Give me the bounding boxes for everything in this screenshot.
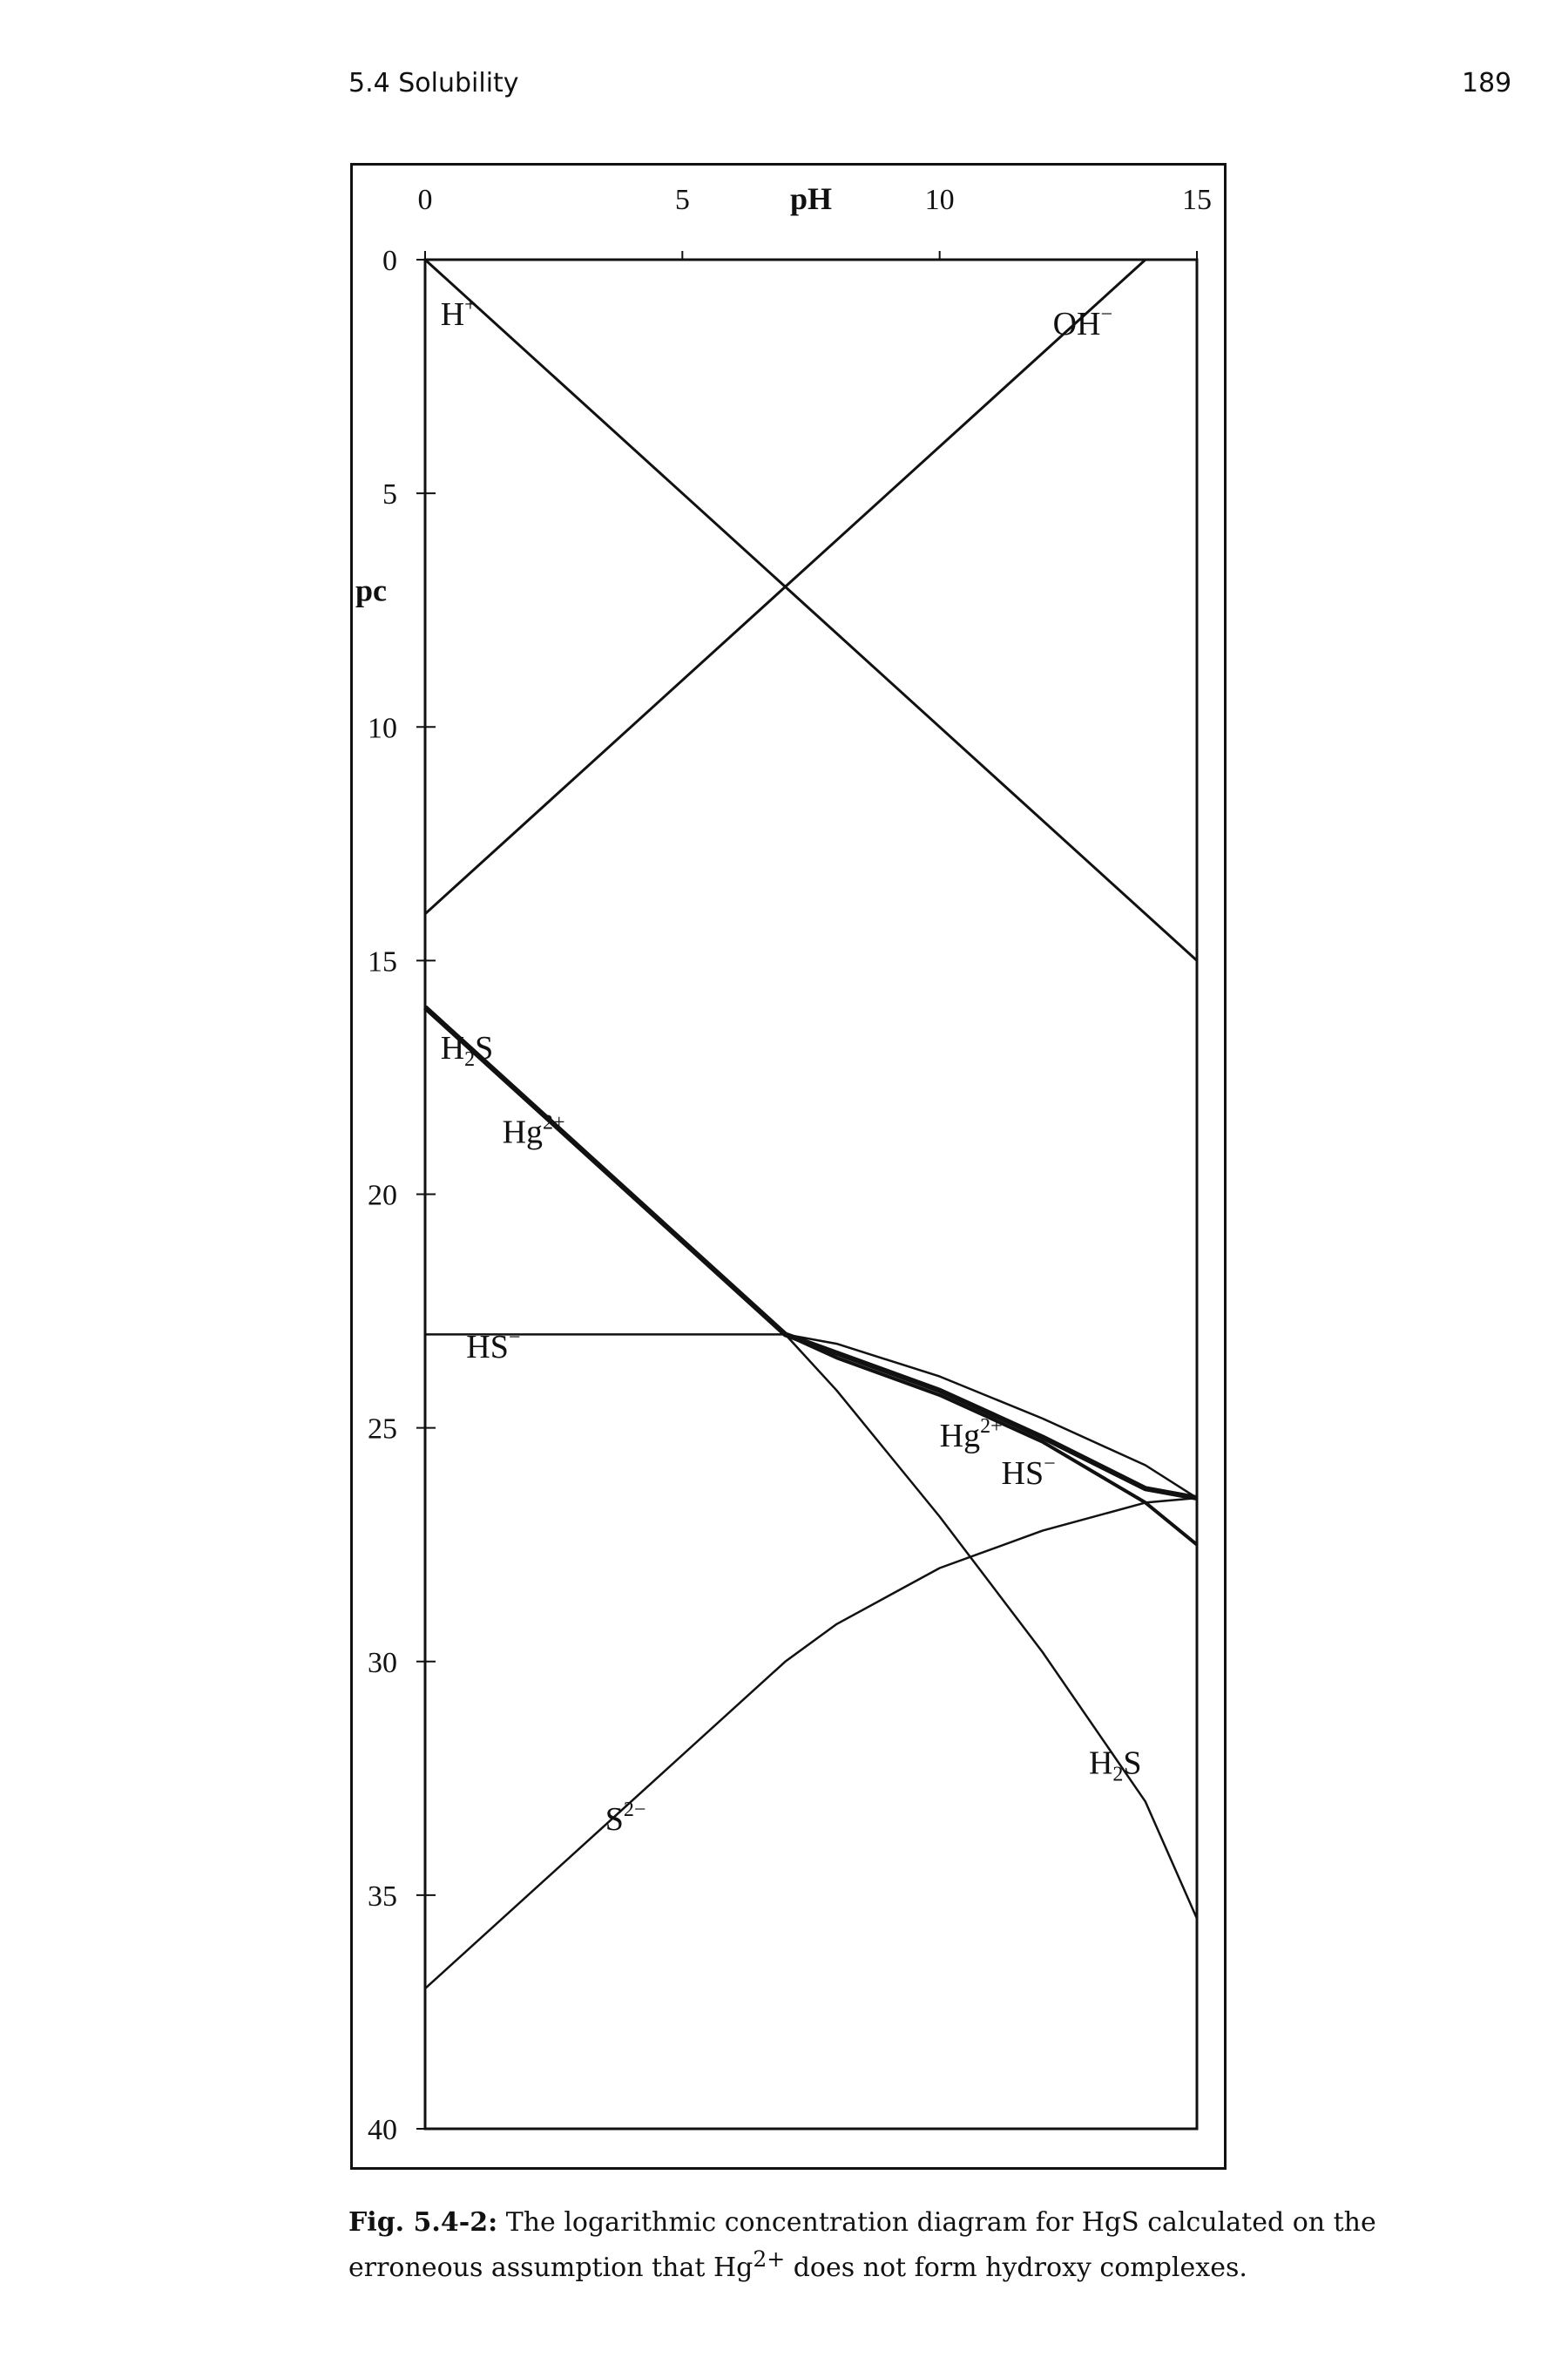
figure-frame <box>350 163 1227 2170</box>
x-tick-label: 15 <box>1182 184 1212 216</box>
y-tick-label: 0 <box>382 245 397 277</box>
y-tick-label: 25 <box>368 1413 397 1446</box>
series-label: H2S <box>441 1030 494 1071</box>
series-line <box>422 1005 1198 1501</box>
plot-area-border <box>423 258 1199 2131</box>
x-tick-label: 0 <box>418 184 433 216</box>
series-label: S2− <box>605 1799 646 1838</box>
caption-superscript: 2+ <box>753 2246 786 2272</box>
y-tick-label: 15 <box>368 945 397 978</box>
series-line <box>423 1006 1199 1547</box>
series-line <box>423 258 1199 962</box>
caption-text-2: does not form hydroxy complexes. <box>785 2253 1247 2283</box>
caption-lead: Fig. 5.4-2: <box>348 2207 498 2238</box>
y-tick-label: 20 <box>368 1180 397 1212</box>
series-label: H2S <box>1089 1745 1142 1785</box>
series-label: HS− <box>1002 1453 1056 1492</box>
y-axis-title: pc <box>355 572 387 607</box>
series-label: Hg2+ <box>940 1415 1003 1454</box>
y-tick-label: 30 <box>368 1647 397 1679</box>
x-tick-label: 5 <box>675 184 690 216</box>
x-tick-label: 10 <box>925 184 955 216</box>
series-line <box>423 258 1146 915</box>
y-tick-label: 5 <box>382 478 397 511</box>
series-label: H+ <box>441 294 476 333</box>
series-line <box>424 1496 1198 1990</box>
figure-caption: Fig. 5.4-2: The logarithmic concentratio… <box>348 2205 1516 2287</box>
y-tick-label: 10 <box>368 712 397 744</box>
x-axis-title: pH <box>790 181 832 216</box>
page-number: 189 <box>1462 68 1512 98</box>
caption-text-1: The logarithmic concentration diagram fo… <box>348 2207 1376 2283</box>
series-label: HS− <box>466 1326 520 1365</box>
y-tick-label: 35 <box>368 1880 397 1913</box>
series-label: Hg2+ <box>503 1112 565 1151</box>
series-line <box>425 1333 1198 1500</box>
y-tick-label: 40 <box>368 2114 397 2146</box>
series-label: OH− <box>1053 303 1112 342</box>
running-head-section: 5.4 Solubility <box>348 68 519 98</box>
